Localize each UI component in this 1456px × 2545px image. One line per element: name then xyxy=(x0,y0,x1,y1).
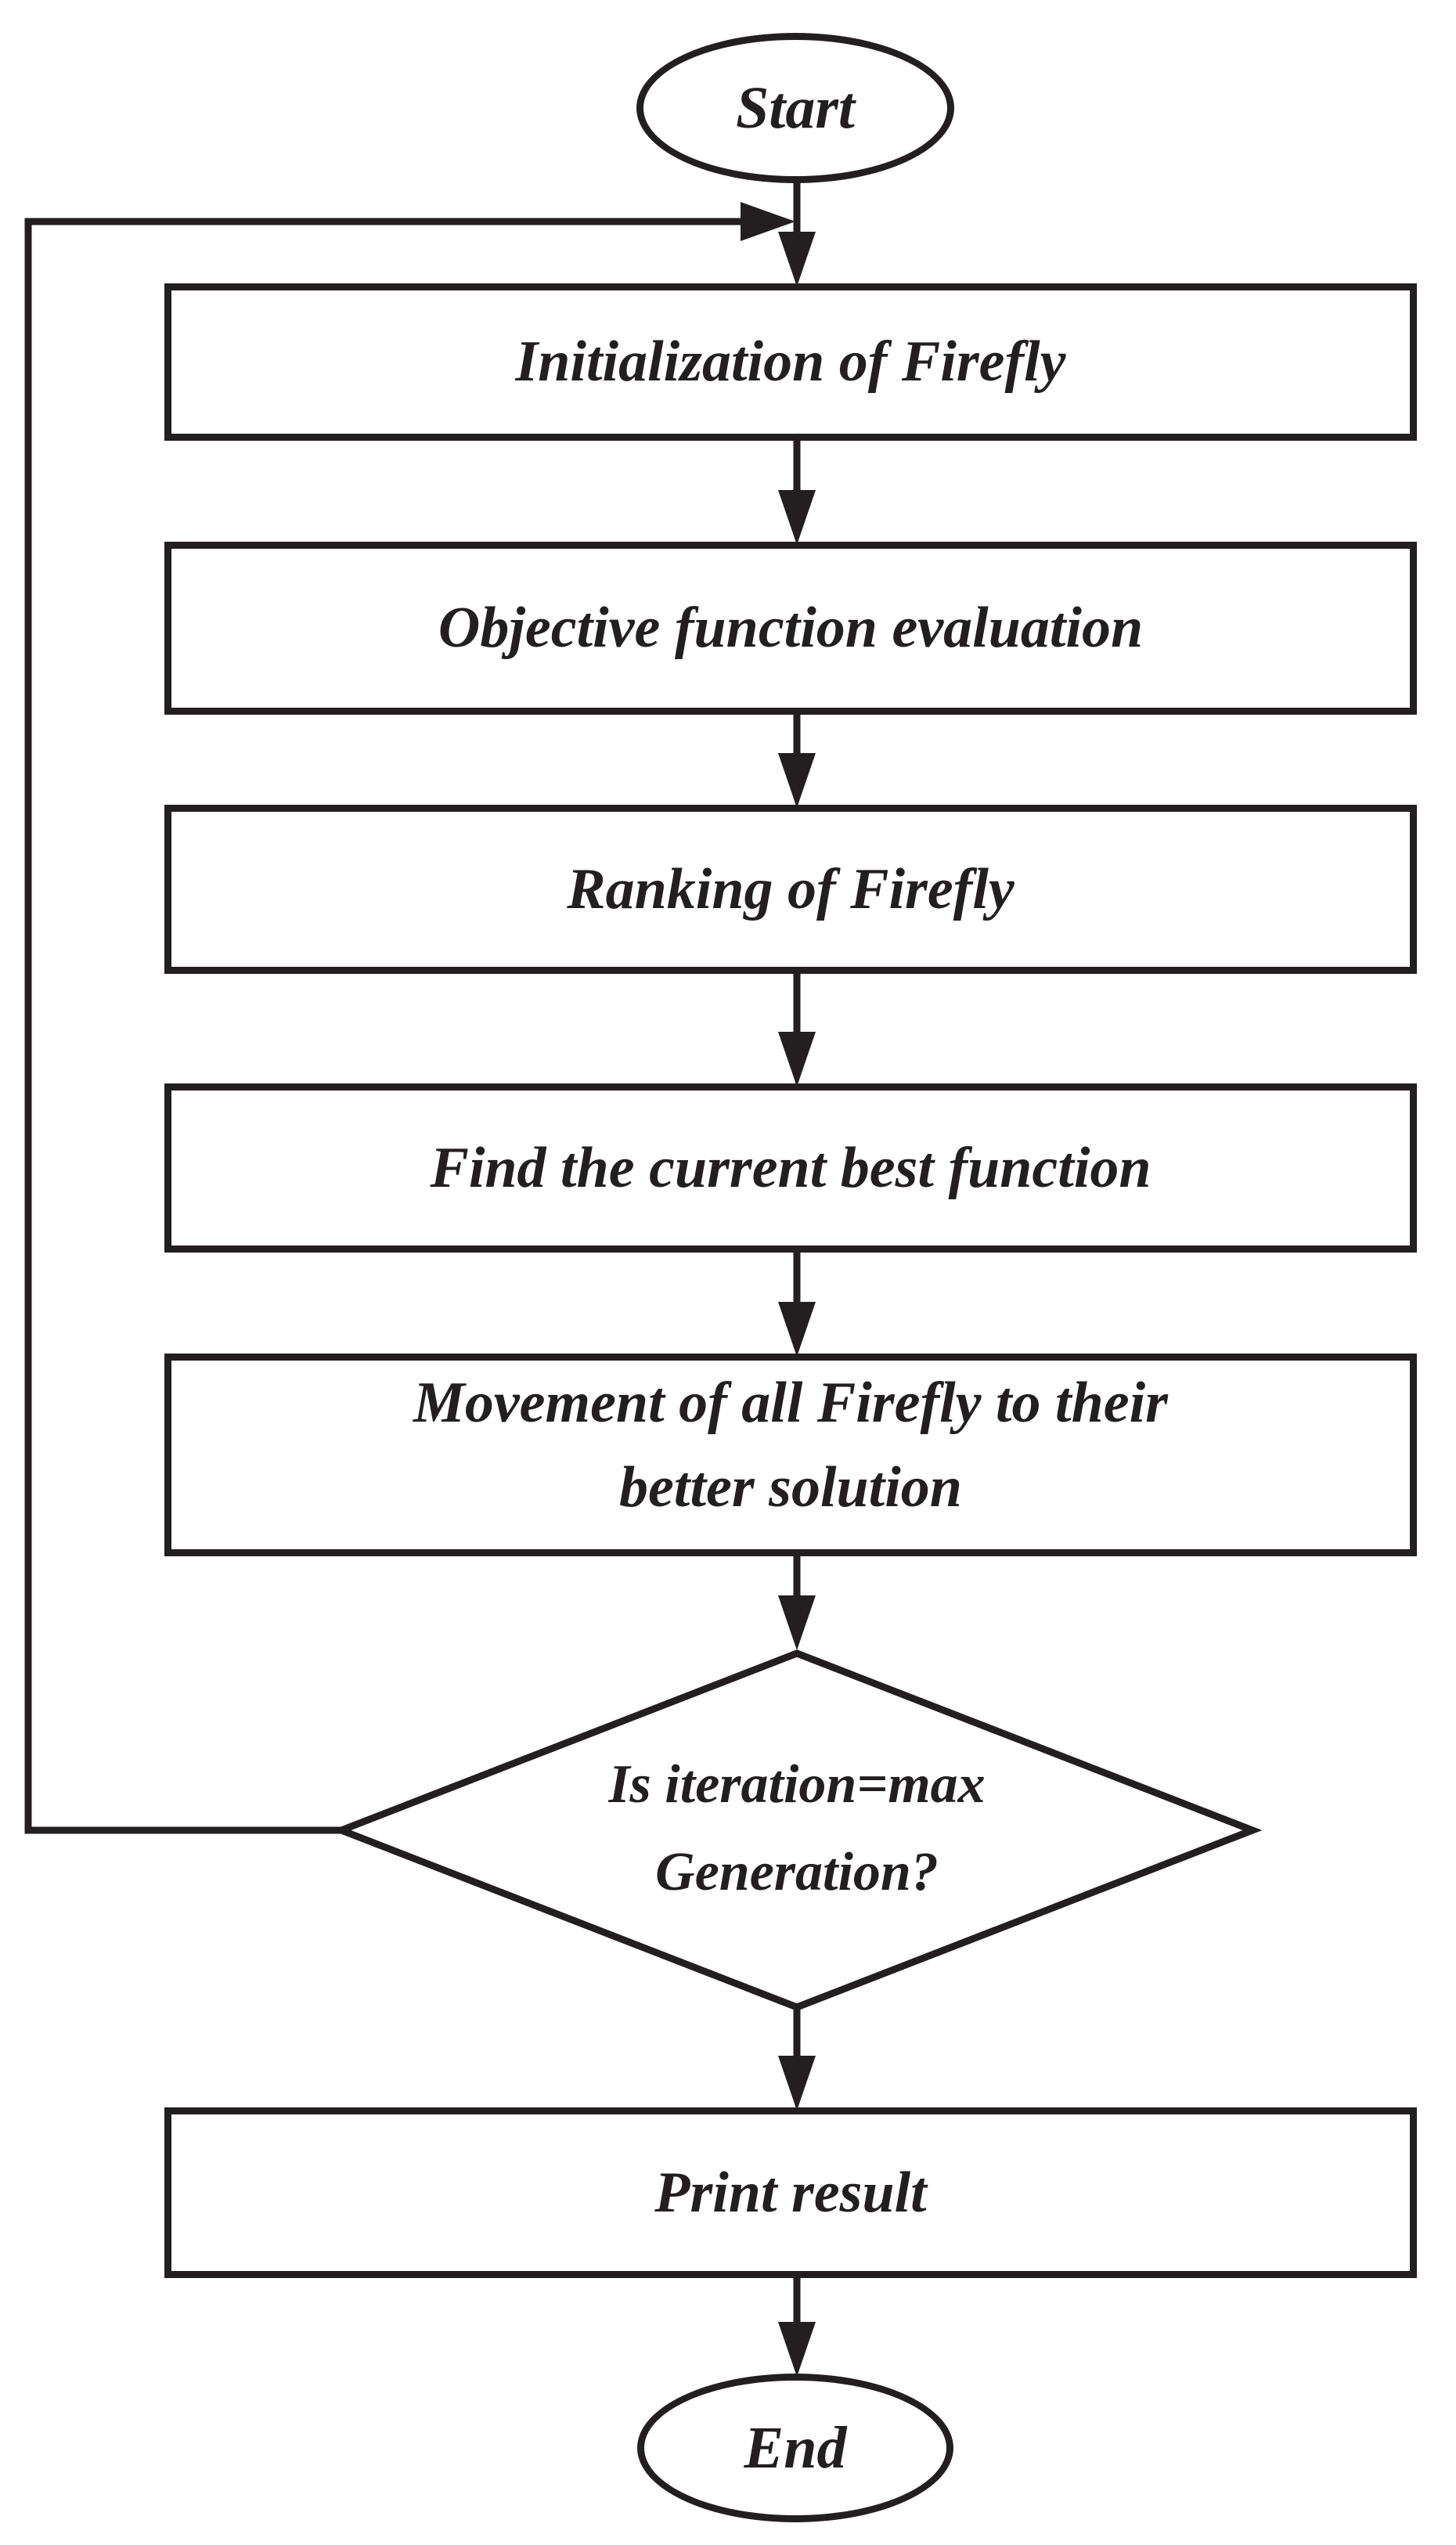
arrowhead-into-print-icon xyxy=(778,2056,816,2111)
node-decision-label-line2: Generation? xyxy=(655,1842,939,1902)
loop-back-arrowhead-icon xyxy=(741,202,795,241)
node-start-label: Start xyxy=(735,74,856,141)
arrowhead-into-ranking-icon xyxy=(778,753,816,808)
arrowhead-into-end-icon xyxy=(778,2322,816,2377)
node-movement: Movement of all Firefly to their better … xyxy=(164,1354,1417,1556)
node-initialization-label: Initialization of Firefly xyxy=(515,330,1066,394)
arrowhead-into-movement-icon xyxy=(778,1302,816,1357)
arrowhead-into-best-icon xyxy=(778,1032,816,1087)
node-initialization: Initialization of Firefly xyxy=(164,283,1417,441)
arrowhead-into-decision-icon xyxy=(778,1595,816,1650)
node-find-current-best-label: Find the current best function xyxy=(430,1135,1151,1200)
node-find-current-best: Find the current best function xyxy=(164,1083,1417,1253)
node-decision-label-line1: Is iteration=max xyxy=(608,1754,986,1815)
node-movement-label-line1: Movement of all Firefly to their xyxy=(413,1371,1168,1435)
node-decision-label: Is iteration=max Generation? xyxy=(405,1741,1188,1916)
arrowhead-into-objective-icon xyxy=(778,490,816,545)
node-ranking: Ranking of Firefly xyxy=(164,805,1417,974)
node-start: Start xyxy=(636,33,954,183)
arrowhead-into-init-icon xyxy=(778,232,816,287)
node-print-result: Print result xyxy=(164,2107,1417,2278)
node-end-label: End xyxy=(744,2414,847,2481)
node-ranking-label: Ranking of Firefly xyxy=(567,856,1015,921)
node-objective-evaluation-label: Objective function evaluation xyxy=(438,596,1144,660)
node-end: End xyxy=(637,2374,953,2522)
node-objective-evaluation: Objective function evaluation xyxy=(164,542,1417,715)
loop-back-line xyxy=(24,218,744,1834)
node-movement-label-line2: better solution xyxy=(619,1455,962,1519)
node-print-result-label: Print result xyxy=(654,2160,927,2225)
